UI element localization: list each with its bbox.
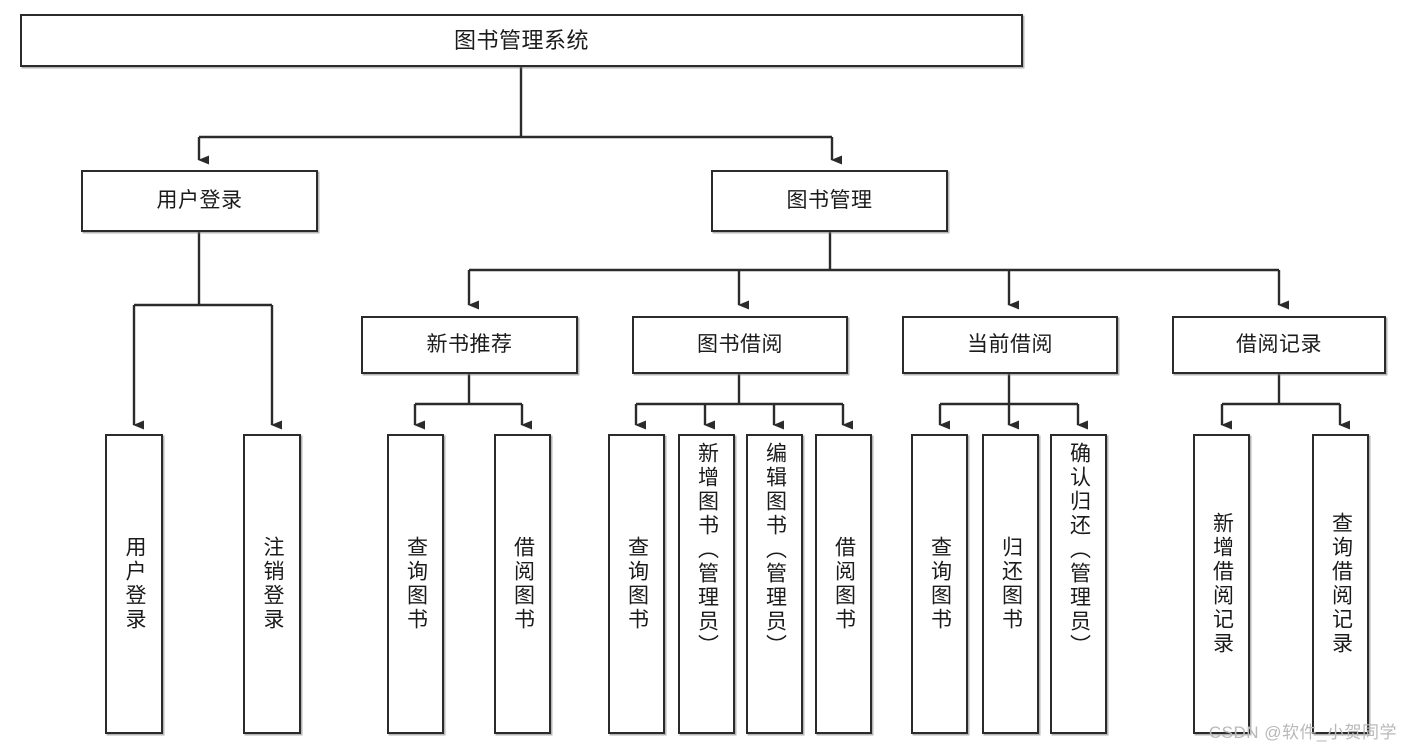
- node-leaf-query-record[interactable]: 查询借阅记录: [1312, 434, 1369, 734]
- node-leaf-return-book[interactable]: 归还图书: [982, 434, 1039, 734]
- node-book-borrow-label: 图书借阅: [697, 332, 783, 356]
- node-root[interactable]: 图书管理系统: [20, 14, 1023, 67]
- node-leaf-query-book-2-label: 查询图书: [625, 536, 649, 632]
- node-book-borrow[interactable]: 图书借阅: [632, 316, 848, 374]
- node-leaf-logout-label: 注销登录: [261, 536, 285, 632]
- node-leaf-user-login[interactable]: 用户登录: [105, 434, 163, 734]
- node-new-book-recommend[interactable]: 新书推荐: [361, 316, 578, 374]
- node-book-manage-label: 图书管理: [786, 188, 873, 212]
- node-leaf-borrow-book-1-label: 借阅图书: [511, 536, 535, 632]
- node-leaf-add-book[interactable]: 新增图书（管理员）: [678, 434, 735, 734]
- node-root-label: 图书管理系统: [453, 27, 589, 53]
- node-current-borrow[interactable]: 当前借阅: [902, 316, 1118, 374]
- node-leaf-confirm-return-label: 确认归还（管理员）: [1067, 442, 1091, 658]
- node-leaf-query-book-1-label: 查询图书: [404, 536, 428, 632]
- node-leaf-return-book-label: 归还图书: [999, 536, 1023, 632]
- node-leaf-query-book-1[interactable]: 查询图书: [387, 434, 444, 734]
- node-leaf-borrow-book-2[interactable]: 借阅图书: [815, 434, 872, 734]
- csdn-watermark: CSDN @软件_小贺同学: [1208, 723, 1397, 742]
- node-user-login-label: 用户登录: [156, 188, 243, 212]
- node-user-login[interactable]: 用户登录: [81, 170, 318, 232]
- node-leaf-add-book-label: 新增图书（管理员）: [695, 442, 719, 658]
- node-borrow-record[interactable]: 借阅记录: [1172, 316, 1386, 374]
- node-leaf-query-book-3-label: 查询图书: [928, 536, 952, 632]
- node-leaf-query-book-2[interactable]: 查询图书: [608, 434, 665, 734]
- node-book-manage[interactable]: 图书管理: [711, 170, 948, 232]
- node-leaf-borrow-book-2-label: 借阅图书: [832, 536, 856, 632]
- node-leaf-query-record-label: 查询借阅记录: [1329, 512, 1353, 656]
- node-leaf-add-record[interactable]: 新增借阅记录: [1193, 434, 1250, 734]
- node-leaf-query-book-3[interactable]: 查询图书: [911, 434, 968, 734]
- node-leaf-confirm-return[interactable]: 确认归还（管理员）: [1050, 434, 1107, 734]
- node-new-book-recommend-label: 新书推荐: [426, 332, 513, 356]
- node-leaf-logout[interactable]: 注销登录: [243, 434, 301, 734]
- node-leaf-borrow-book-1[interactable]: 借阅图书: [494, 434, 551, 734]
- node-leaf-edit-book[interactable]: 编辑图书（管理员）: [746, 434, 803, 734]
- node-borrow-record-label: 借阅记录: [1236, 332, 1322, 356]
- node-leaf-user-login-label: 用户登录: [123, 536, 147, 632]
- node-leaf-add-record-label: 新增借阅记录: [1210, 512, 1234, 656]
- node-leaf-edit-book-label: 编辑图书（管理员）: [763, 442, 787, 658]
- node-current-borrow-label: 当前借阅: [967, 332, 1053, 356]
